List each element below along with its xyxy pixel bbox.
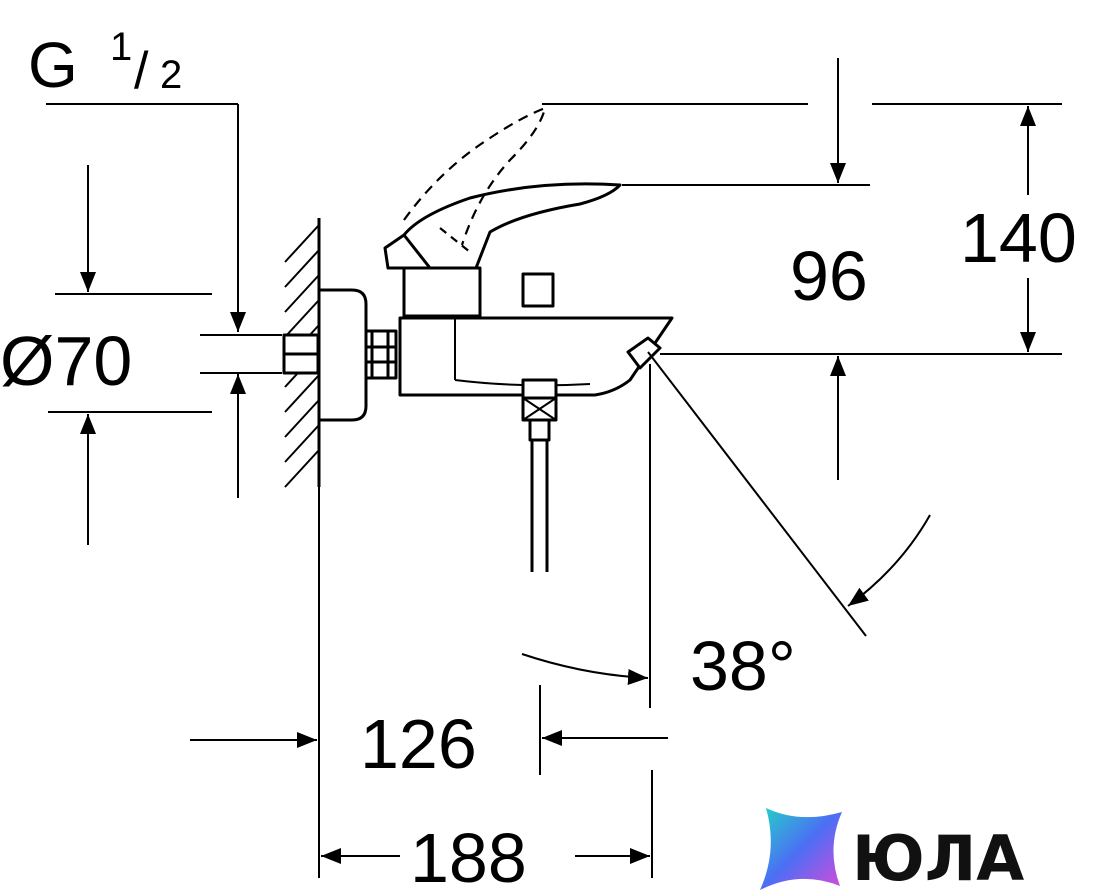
lever-raised-outline (403, 106, 547, 246)
dimension-height-spout: 96 (790, 237, 868, 315)
thread-denominator: 2 (160, 53, 182, 97)
dimension-spout-angle: 38° (690, 627, 796, 705)
lever-base (383, 233, 432, 270)
thread-label: G 1 / 2 (28, 25, 182, 101)
faucet (282, 106, 674, 572)
thread-numerator: 1 (110, 25, 132, 69)
escutcheon (317, 288, 368, 422)
thread-slash: / (134, 42, 149, 100)
thread-letter: G (28, 29, 78, 101)
dimension-projection-total: 188 (410, 819, 527, 895)
aerator (626, 336, 662, 370)
dimension-height-total: 140 (960, 199, 1077, 277)
yula-logo-icon (760, 808, 842, 890)
lever-handle (402, 182, 622, 270)
dimension-diameter: Ø70 (0, 322, 132, 400)
dimension-lines (46, 58, 1062, 878)
dimension-projection-spout: 126 (360, 705, 477, 783)
mixer-body (398, 316, 674, 397)
shower-outlet-nut (521, 378, 558, 400)
yula-logo: ЮЛА (760, 808, 1024, 895)
diverter-knob (521, 272, 555, 308)
cartridge-housing (402, 266, 482, 318)
yula-logo-text: ЮЛА (852, 822, 1024, 895)
